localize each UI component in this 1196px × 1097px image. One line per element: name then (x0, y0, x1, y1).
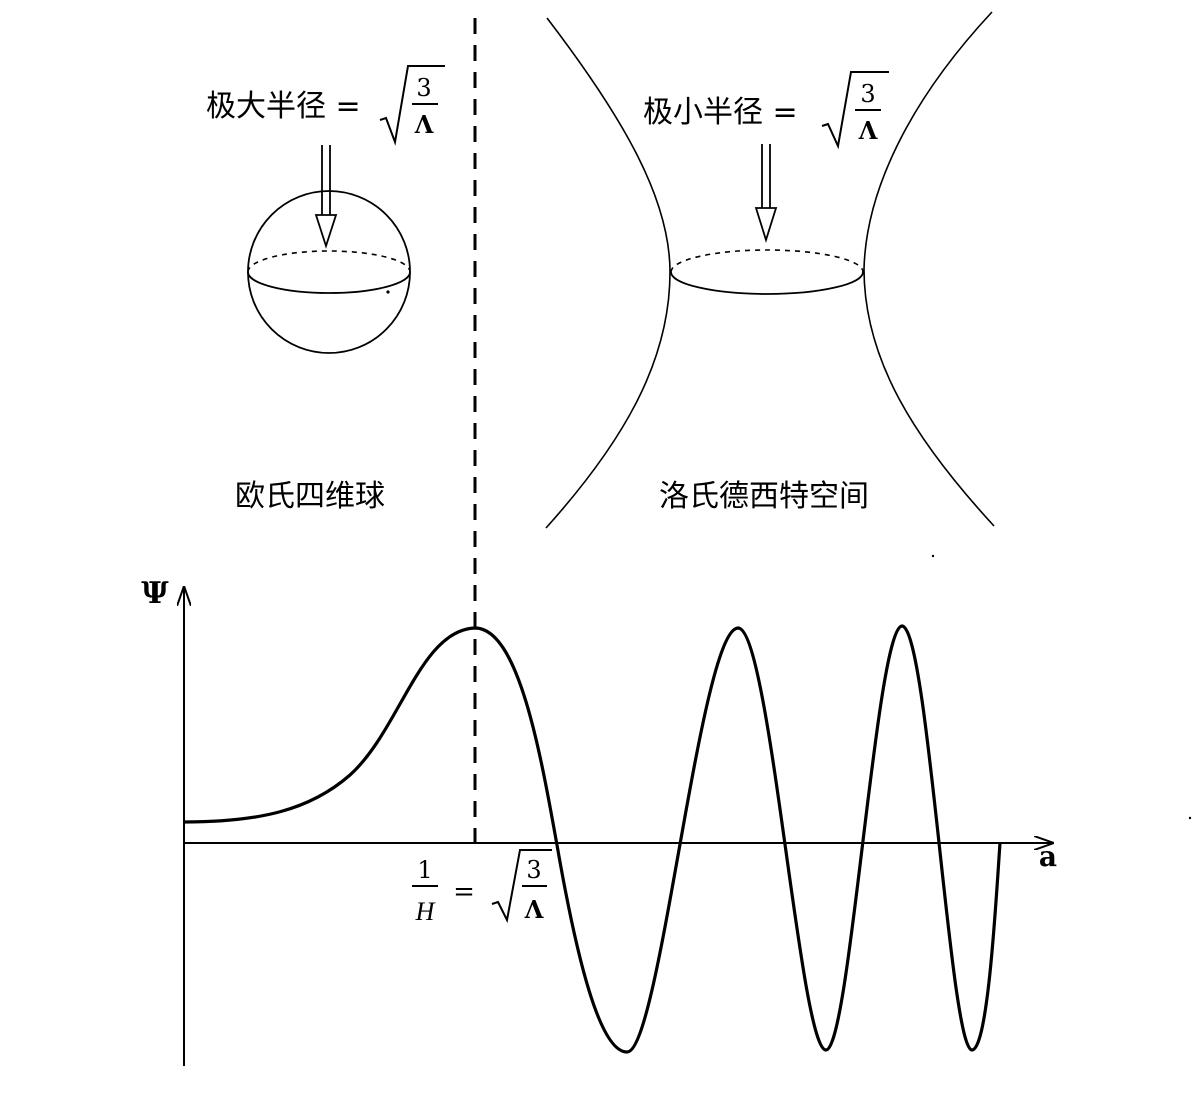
y-axis-label: Ψ (141, 576, 169, 611)
sqrt-denominator: Λ (414, 110, 434, 139)
sqrt-numerator: 3 (416, 74, 431, 102)
sqrt-numerator: 3 (860, 80, 875, 108)
x-axis-label: a (1039, 840, 1057, 873)
throat-back (670, 249, 864, 273)
one-over-h-numerator: 1 (417, 856, 432, 884)
sphere (247, 190, 411, 354)
hyperboloid-left-edge (545, 17, 671, 529)
max-radius-label: 极大半径 = (206, 89, 361, 124)
peak-position-label: 1 H = 3 Λ (412, 849, 552, 926)
sqrt-numerator: 3 (526, 856, 541, 884)
sqrt-sign (491, 849, 552, 924)
sqrt-sign (821, 71, 889, 150)
sqrt-sign (379, 65, 445, 146)
one-over-h-denominator: H (415, 897, 436, 926)
euclidean-sphere-panel: 极大半径 = 3 Λ 欧氏四维球 (206, 65, 445, 514)
min-radius-label: 极小半径 = (643, 95, 798, 130)
sqrt-denominator: Λ (524, 895, 544, 924)
sphere-equator-front (247, 271, 411, 294)
min-radius-arrow (754, 144, 778, 244)
de-sitter-panel: 极小半径 = 3 Λ 洛氏德西特空间 (545, 11, 995, 529)
scan-speck (931, 554, 935, 558)
sphere-dot (386, 290, 390, 294)
min-radius-sqrt: 3 Λ (821, 71, 889, 150)
wavefunction-graph: Ψ a 1 H = 3 Λ (141, 576, 1057, 1066)
throat-front (670, 271, 864, 295)
wavefunction-curve (183, 624, 1002, 1054)
sqrt-denominator: Λ (858, 116, 878, 145)
max-radius-arrow (314, 145, 338, 249)
hyperboloid-right-edge (863, 11, 995, 527)
max-radius-sqrt: 3 Λ (379, 65, 445, 146)
equals-sign: = (453, 877, 475, 907)
sphere-equator-back (247, 250, 411, 273)
scan-speck (1188, 816, 1192, 820)
de-sitter-caption: 洛氏德西特空间 (659, 479, 869, 514)
euclidean-caption: 欧氏四维球 (235, 479, 385, 514)
